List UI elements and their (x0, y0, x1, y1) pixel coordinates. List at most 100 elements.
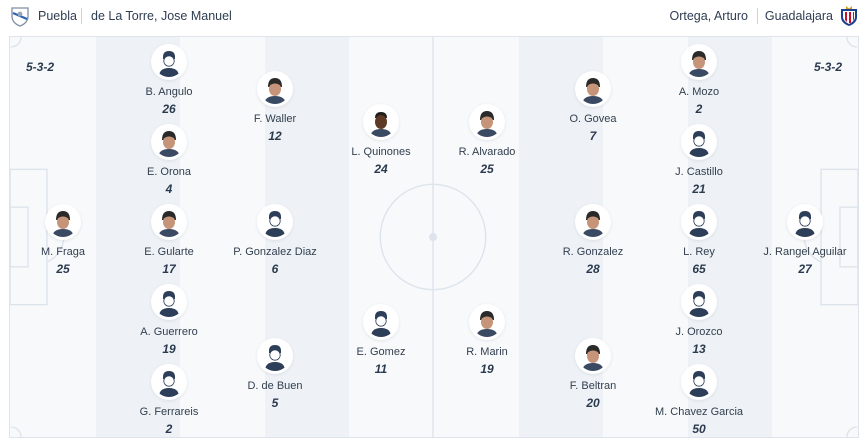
player-name: F. Waller (253, 113, 297, 125)
player-avatar (578, 341, 608, 371)
player-number: 25 (56, 262, 70, 276)
player-name: R. Gonzalez (562, 246, 624, 258)
player-number: 27 (798, 262, 812, 276)
player-name: O. Govea (569, 113, 617, 125)
player-card[interactable]: O. Govea 7 (533, 74, 653, 143)
player-number: 19 (480, 362, 494, 376)
player-card[interactable]: L. Quinones 24 (321, 107, 441, 176)
player-name: R. Marin (466, 346, 508, 358)
player-number: 2 (165, 422, 173, 436)
player-name: M. Chavez Garcia (654, 406, 744, 418)
player-avatar (684, 207, 714, 237)
player-number: 19 (162, 342, 176, 356)
player-number: 12 (268, 129, 282, 143)
away-formation: 5-3-2 (813, 60, 842, 74)
player-card[interactable]: B. Angulo 26 (109, 47, 229, 116)
player-card[interactable]: L. Rey 65 (639, 207, 759, 276)
home-team-name[interactable]: Puebla (38, 9, 77, 23)
player-name: M. Fraga (40, 246, 85, 258)
home-formation: 5-3-2 (26, 60, 55, 74)
player-card[interactable]: P. Gonzalez Diaz 6 (215, 207, 335, 276)
player-name: P. Gonzalez Diaz (233, 246, 317, 258)
player-number: 4 (165, 182, 173, 196)
player-avatar (366, 107, 396, 137)
player-name: J. Rangel Aguilar (763, 246, 847, 258)
player-number: 28 (586, 262, 600, 276)
player-name: R. Alvarado (458, 146, 516, 158)
player-avatar (684, 127, 714, 157)
match-lineup-header: Puebla de La Torre, Jose Manuel Ortega, … (0, 0, 867, 34)
player-card[interactable]: E. Orona 4 (109, 127, 229, 196)
player-card[interactable]: J. Rangel Aguilar 27 (745, 207, 858, 276)
player-avatar (578, 207, 608, 237)
player-card[interactable]: R. Gonzalez 28 (533, 207, 653, 276)
player-avatar (366, 307, 396, 337)
player-avatar (472, 307, 502, 337)
player-name: J. Orozco (675, 326, 723, 338)
player-number: 24 (374, 162, 388, 176)
player-name: D. de Buen (247, 380, 303, 392)
away-team-name[interactable]: Guadalajara (764, 9, 833, 23)
player-name: A. Guerrero (140, 326, 198, 338)
player-number: 65 (692, 262, 706, 276)
player-card[interactable]: J. Orozco 13 (639, 287, 759, 356)
player-card[interactable]: J. Castillo 21 (639, 127, 759, 196)
player-number: 2 (695, 102, 703, 116)
player-card[interactable]: F. Beltran 20 (533, 341, 653, 410)
player-number: 25 (480, 162, 494, 176)
player-number: 20 (586, 396, 600, 410)
player-name: L. Quinones (351, 146, 411, 158)
player-avatar (48, 207, 78, 237)
guadalajara-crest-icon[interactable] (838, 5, 860, 27)
player-avatar (472, 107, 502, 137)
player-number: 7 (589, 129, 597, 143)
player-name: F. Beltran (569, 380, 617, 392)
player-card[interactable]: A. Mozo 2 (639, 47, 759, 116)
puebla-crest-icon[interactable] (9, 5, 31, 27)
player-avatar (260, 207, 290, 237)
header-divider (81, 8, 82, 24)
player-name: A. Mozo (678, 86, 720, 98)
player-number: 6 (271, 262, 279, 276)
player-name: B. Angulo (145, 86, 193, 98)
player-avatar (684, 367, 714, 397)
player-name: L. Rey (683, 246, 715, 258)
player-number: 21 (692, 182, 706, 196)
player-card[interactable]: F. Waller 12 (215, 74, 335, 143)
player-avatar (790, 207, 820, 237)
player-name: E. Gularte (144, 246, 194, 258)
player-number: 5 (271, 396, 279, 410)
player-name: J. Castillo (675, 166, 723, 178)
home-coach-name[interactable]: de La Torre, Jose Manuel (91, 9, 232, 23)
header-divider (757, 8, 758, 24)
player-avatar (684, 287, 714, 317)
player-avatar (578, 74, 608, 104)
player-avatar (154, 367, 184, 397)
player-avatar (154, 287, 184, 317)
player-number: 13 (692, 342, 706, 356)
player-card[interactable]: D. de Buen 5 (215, 341, 335, 410)
away-coach-name[interactable]: Ortega, Arturo (669, 9, 748, 23)
player-card[interactable]: A. Guerrero 19 (109, 287, 229, 356)
player-number: 11 (374, 362, 388, 376)
player-card[interactable]: R. Alvarado 25 (427, 107, 547, 176)
player-card[interactable]: E. Gularte 17 (109, 207, 229, 276)
player-name: G. Ferrareis (139, 406, 199, 418)
player-card[interactable]: G. Ferrareis 2 (109, 367, 229, 436)
football-pitch: 5-3-2 5-3-2 M. Fraga 25 B. Angulo 26 E. … (9, 36, 859, 438)
player-card[interactable]: R. Marin 19 (427, 307, 547, 376)
player-number: 17 (162, 262, 176, 276)
player-card[interactable]: M. Chavez Garcia 50 (639, 367, 759, 436)
player-avatar (260, 341, 290, 371)
player-avatar (154, 47, 184, 77)
player-number: 26 (162, 102, 176, 116)
player-name: E. Gomez (356, 346, 406, 358)
player-avatar (684, 47, 714, 77)
pitch-markings (10, 37, 858, 437)
player-card[interactable]: M. Fraga 25 (10, 207, 123, 276)
player-avatar (154, 127, 184, 157)
player-name: E. Orona (146, 166, 192, 178)
player-avatar (260, 74, 290, 104)
player-avatar (154, 207, 184, 237)
player-card[interactable]: E. Gomez 11 (321, 307, 441, 376)
